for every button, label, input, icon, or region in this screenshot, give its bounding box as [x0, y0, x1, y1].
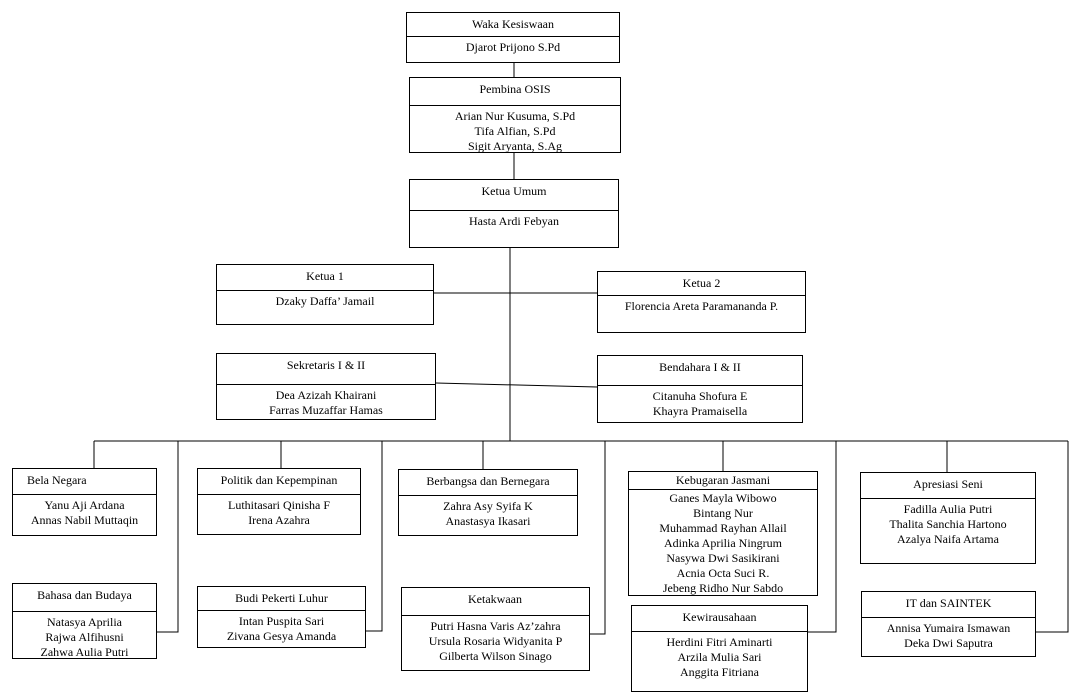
box-ketua-1: Ketua 1 Dzaky Daffa’ Jamail [216, 264, 434, 325]
box-kebugaran-jasmani: Kebugaran Jasmani Ganes Mayla Wibowo Bin… [628, 471, 818, 596]
kebugaran-title: Kebugaran Jasmani [629, 472, 817, 490]
member-name: Irena Azahra [248, 513, 310, 527]
rail-kewirausahaan [808, 441, 837, 633]
sekretaris-members: Dea Azizah Khairani Farras Muzaffar Hama… [217, 385, 435, 420]
kewirausahaan-title: Kewirausahaan [632, 606, 807, 632]
box-politik-kepempinan: Politik dan Kepempinan Luthitasari Qinis… [197, 468, 361, 535]
it-saintek-members: Annisa Yumaira Ismawan Deka Dwi Saputra [862, 618, 1035, 653]
member-name: Djarot Prijono S.Pd [465, 40, 561, 54]
rail-bahasa-budaya [157, 441, 179, 633]
box-bahasa-budaya: Bahasa dan Budaya Natasya Aprilia Rajwa … [12, 583, 157, 659]
berbangsa-title: Berbangsa dan Bernegara [399, 470, 577, 496]
member-name: Hasta Ardi Febyan [469, 214, 559, 228]
berbangsa-members: Zahra Asy Syifa K Anastasya Ikasari [399, 496, 577, 531]
sekretaris-title: Sekretaris I & II [217, 354, 435, 385]
bahasa-budaya-title: Bahasa dan Budaya [13, 584, 156, 612]
member-name: Azalya Naifa Artama [897, 532, 999, 546]
member-name: Dea Azizah Khairani [275, 388, 377, 402]
link-sekretaris-bendahara [435, 382, 598, 388]
bendahara-members: Citanuha Shofura E Khayra Pramaisella [598, 386, 802, 421]
member-name: Ganes Mayla Wibowo [669, 491, 777, 505]
rail-budi-pekerti [366, 441, 383, 632]
member-name: Thalita Sanchia Hartono [889, 517, 1007, 531]
bela-negara-members: Yanu Aji Ardana Annas Nabil Muttaqin [13, 495, 156, 530]
member-name: Citanuha Shofura E [652, 389, 748, 403]
politik-title: Politik dan Kepempinan [198, 469, 360, 495]
waka-members: Djarot Prijono S.Pd [407, 37, 619, 57]
rail-ketakwaan [590, 441, 606, 635]
box-waka-kesiswaan: Waka Kesiswaan Djarot Prijono S.Pd [406, 12, 620, 63]
member-name: Acnia Octa Suci R. [676, 566, 770, 580]
box-ketua-umum: Ketua Umum Hasta Ardi Febyan [409, 179, 619, 248]
kebugaran-members: Ganes Mayla Wibowo Bintang Nur Muhammad … [629, 490, 817, 598]
member-name: Farras Muzaffar Hamas [269, 403, 383, 417]
box-berbangsa-bernegara: Berbangsa dan Bernegara Zahra Asy Syifa … [398, 469, 578, 536]
member-name: Dzaky Daffa’ Jamail [275, 294, 375, 308]
member-name: Khayra Pramaisella [652, 404, 748, 418]
member-name: Nasywa Dwi Sasikirani [666, 551, 780, 565]
member-name: Yanu Aji Ardana [44, 498, 125, 512]
member-name: Arzila Mulia Sari [677, 650, 762, 664]
ketakwaan-members: Putri Hasna Varis Az’zahra Ursula Rosari… [402, 616, 589, 666]
member-name: Fadilla Aulia Putri [903, 502, 993, 516]
member-name: Jebeng Ridho Nur Sabdo [662, 581, 784, 595]
box-it-saintek: IT dan SAINTEK Annisa Yumaira Ismawan De… [861, 591, 1036, 657]
box-sekretaris: Sekretaris I & II Dea Azizah Khairani Fa… [216, 353, 436, 420]
box-apresiasi-seni: Apresiasi Seni Fadilla Aulia Putri Thali… [860, 472, 1036, 564]
ketua1-members: Dzaky Daffa’ Jamail [217, 291, 433, 311]
budi-pekerti-members: Intan Puspita Sari Zivana Gesya Amanda [198, 611, 365, 646]
ketua1-title: Ketua 1 [217, 265, 433, 291]
bela-negara-title: Bela Negara [13, 469, 156, 495]
apresiasi-title: Apresiasi Seni [861, 473, 1035, 499]
member-name: Arian Nur Kusuma, S.Pd [454, 109, 576, 123]
box-pembina-osis: Pembina OSIS Arian Nur Kusuma, S.Pd Tifa… [409, 77, 621, 153]
member-name: Intan Puspita Sari [238, 614, 325, 628]
box-ketakwaan: Ketakwaan Putri Hasna Varis Az’zahra Urs… [401, 587, 590, 671]
member-name: Natasya Aprilia [47, 615, 122, 629]
member-name: Adinka Aprilia Ningrum [664, 536, 782, 550]
member-name: Sigit Aryanta, S.Ag [467, 139, 562, 153]
bendahara-title: Bendahara I & II [598, 356, 802, 386]
box-bela-negara: Bela Negara Yanu Aji Ardana Annas Nabil … [12, 468, 157, 536]
member-name: Zahwa Aulia Putri [40, 645, 129, 659]
member-name: Bintang Nur [693, 506, 753, 520]
politik-members: Luthitasari Qinisha F Irena Azahra [198, 495, 360, 530]
ketua2-members: Florencia Areta Paramananda P. [598, 296, 805, 316]
member-name: Zivana Gesya Amanda [226, 629, 337, 643]
ketua2-title: Ketua 2 [598, 272, 805, 296]
member-name: Muhammad Rayhan Allail [659, 521, 787, 535]
member-name: Ursula Rosaria Widyanita P [428, 634, 563, 648]
budi-pekerti-title: Budi Pekerti Luhur [198, 587, 365, 611]
pembina-title: Pembina OSIS [410, 78, 620, 106]
box-bendahara: Bendahara I & II Citanuha Shofura E Khay… [597, 355, 803, 423]
bahasa-budaya-members: Natasya Aprilia Rajwa Alfihusni Zahwa Au… [13, 612, 156, 662]
apresiasi-members: Fadilla Aulia Putri Thalita Sanchia Hart… [861, 499, 1035, 549]
box-ketua-2: Ketua 2 Florencia Areta Paramananda P. [597, 271, 806, 333]
it-saintek-title: IT dan SAINTEK [862, 592, 1035, 618]
member-name: Gilberta Wilson Sinago [439, 649, 552, 663]
member-name: Herdini Fitri Aminarti [666, 635, 773, 649]
rail-it-saintek [1036, 441, 1069, 633]
member-name: Tifa Alfian, S.Pd [474, 124, 556, 138]
member-name: Deka Dwi Saputra [904, 636, 993, 650]
member-name: Rajwa Alfihusni [45, 630, 124, 644]
member-name: Putri Hasna Varis Az’zahra [430, 619, 561, 633]
pembina-members: Arian Nur Kusuma, S.Pd Tifa Alfian, S.Pd… [410, 106, 620, 156]
ketua-umum-title: Ketua Umum [410, 180, 618, 211]
box-budi-pekerti: Budi Pekerti Luhur Intan Puspita Sari Zi… [197, 586, 366, 648]
member-name: Zahra Asy Syifa K [443, 499, 533, 513]
kewirausahaan-members: Herdini Fitri Aminarti Arzila Mulia Sari… [632, 632, 807, 682]
ketakwaan-title: Ketakwaan [402, 588, 589, 616]
member-name: Anggita Fitriana [680, 665, 759, 679]
member-name: Annisa Yumaira Ismawan [886, 621, 1011, 635]
member-name: Annas Nabil Muttaqin [30, 513, 139, 527]
ketua-umum-members: Hasta Ardi Febyan [410, 211, 618, 231]
box-kewirausahaan: Kewirausahaan Herdini Fitri Aminarti Arz… [631, 605, 808, 692]
member-name: Luthitasari Qinisha F [228, 498, 330, 512]
member-name: Anastasya Ikasari [445, 514, 531, 528]
waka-title: Waka Kesiswaan [407, 13, 619, 37]
member-name: Florencia Areta Paramananda P. [624, 299, 779, 313]
